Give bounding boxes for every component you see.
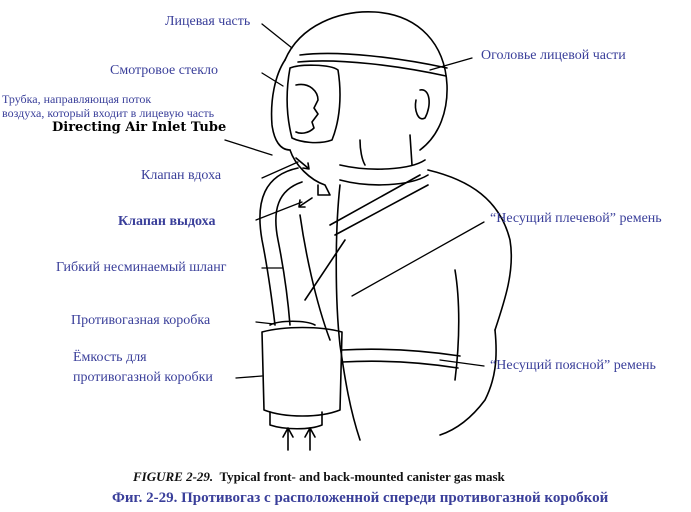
collar	[339, 159, 429, 186]
label-head-harness: Оголовье лицевой части	[481, 48, 626, 63]
back-arm	[439, 329, 497, 436]
label-waist-strap: “Несущий поясной” ремень	[490, 358, 656, 373]
head-harness-band-2	[297, 60, 447, 77]
hose-outer	[259, 167, 299, 326]
airflow-arrow-left	[282, 427, 294, 451]
valve-body	[289, 149, 331, 196]
canister-bottom	[269, 411, 323, 430]
label-carrier-1: Ёмкость для	[73, 350, 147, 365]
label-carrier-2: противогазной коробки	[73, 370, 213, 385]
leader-eyepiece	[261, 72, 284, 87]
strap-down	[304, 239, 346, 301]
inhale-arrow	[295, 157, 310, 170]
airflow-arrow-right	[304, 427, 316, 451]
front-chest	[335, 184, 361, 441]
hose-inner	[275, 181, 303, 326]
hood-outline	[284, 11, 448, 151]
head-harness-band	[299, 52, 448, 69]
arm-line	[454, 269, 460, 381]
leader-shoulder-strap	[351, 221, 485, 297]
torso-left	[299, 214, 331, 341]
leader-tube	[224, 139, 273, 156]
waist-strap	[341, 348, 461, 369]
carrier	[261, 326, 343, 417]
leader-inhalation-valve	[261, 161, 299, 179]
figure-title: Typical front- and back-mounted canister…	[219, 469, 505, 484]
ear	[414, 89, 430, 120]
caption-en: FIGURE 2-29. Typical front- and back-mou…	[133, 469, 505, 485]
leader-exhalation-valve	[255, 201, 303, 221]
face-profile	[295, 83, 319, 134]
figure-number: FIGURE 2-29.	[133, 469, 214, 484]
label-canister: Противогазная коробка	[71, 313, 211, 328]
caption-ru: Фиг. 2-29. Противогаз с расположенной сп…	[112, 490, 609, 506]
leader-waist-strap	[439, 359, 485, 367]
leader-head-harness	[429, 57, 473, 71]
label-eyepiece: Смотровое стекло	[110, 63, 219, 78]
face-seal	[270, 59, 291, 151]
label-tube-ru-2: воздуха, который входит в лицевую часть	[2, 106, 215, 120]
eyepiece	[286, 64, 341, 144]
label-face-piece: Лицевая часть	[165, 14, 251, 29]
label-tube-en: Directing Air Inlet Tube	[52, 120, 227, 135]
label-exhalation-valve: Клапан выдоха	[118, 214, 216, 229]
neck	[359, 134, 413, 166]
leader-carrier	[235, 375, 263, 379]
leader-face-piece	[261, 23, 293, 49]
label-hose: Гибкий несминаемый шланг	[56, 260, 227, 275]
shoulder	[427, 169, 513, 331]
label-shoulder-strap: “Несущий плечевой” ремень	[490, 211, 662, 226]
canister-top	[269, 320, 316, 326]
label-tube-ru-1: Трубка, направляющая поток	[2, 92, 152, 106]
leader-canister	[255, 321, 275, 325]
label-inhalation-valve: Клапан вдоха	[141, 168, 222, 183]
shoulder-strap	[329, 174, 429, 236]
